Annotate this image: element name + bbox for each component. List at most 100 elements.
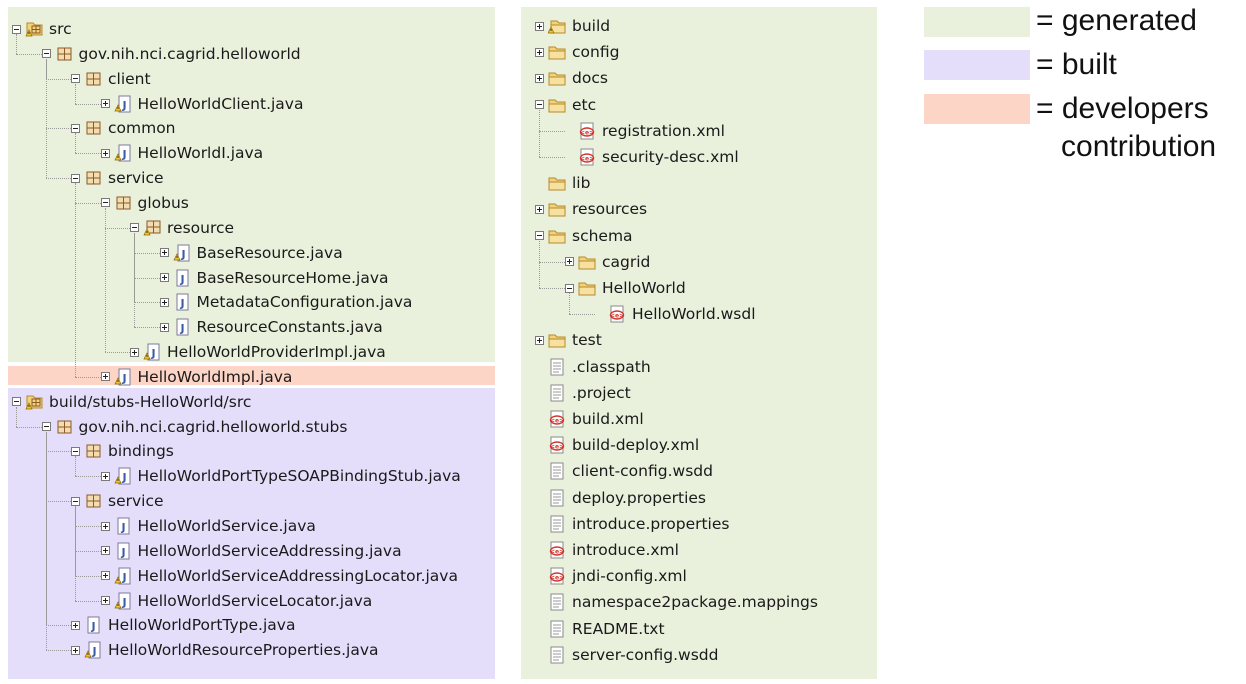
expand-icon[interactable]: [159, 322, 169, 332]
expand-icon[interactable]: [100, 99, 110, 109]
tree-item-service[interactable]: service: [71, 168, 164, 188]
tree-item-helloworld-wsdl[interactable]: <e>HelloWorld.wsdl: [595, 304, 756, 324]
expand-icon[interactable]: [100, 471, 110, 481]
svg-text:J: J: [91, 645, 96, 658]
package-icon: [84, 492, 102, 510]
tree-item-build-stubs-helloworld-src[interactable]: build/stubs-HelloWorld/src: [12, 392, 251, 412]
collapse-icon[interactable]: [12, 397, 21, 407]
tree-item-label: HelloWorld.wsdl: [632, 305, 756, 324]
collapse-icon[interactable]: [535, 100, 544, 110]
tree-item-test[interactable]: test: [535, 330, 602, 350]
tree-item-resources[interactable]: resources: [535, 199, 647, 219]
tree-item-label: HelloWorldPortType.java: [108, 616, 296, 635]
tree-item-build-deploy-xml[interactable]: <e>build-deploy.xml: [535, 435, 699, 455]
tree-item-src[interactable]: src: [12, 19, 72, 39]
tree-item-label: client: [108, 69, 151, 88]
tree-item-etc[interactable]: etc: [535, 95, 596, 115]
tree-item-project[interactable]: .project: [535, 383, 631, 403]
expand-icon[interactable]: [100, 596, 110, 606]
expand-icon[interactable]: [159, 273, 169, 282]
tree-item-gov-nih-nci-cagrid-helloworld[interactable]: gov.nih.nci.cagrid.helloworld: [41, 44, 301, 64]
expand-icon[interactable]: [565, 257, 574, 267]
text-file-icon: [548, 646, 566, 664]
expand-icon[interactable]: [130, 347, 139, 357]
tree-item-registration-xml[interactable]: <e>registration.xml: [565, 121, 725, 141]
tree-item-label: introduce.xml: [572, 541, 679, 559]
tree-item-service[interactable]: service: [71, 491, 164, 511]
expand-icon[interactable]: [100, 148, 110, 158]
collapse-icon[interactable]: [71, 446, 80, 456]
expand-icon[interactable]: [535, 335, 544, 345]
tree-item-client[interactable]: client: [71, 69, 151, 89]
tree-item-jndi-config-xml[interactable]: <e>jndi-config.xml: [535, 566, 687, 586]
collapse-icon[interactable]: [100, 198, 110, 208]
tree-item-common[interactable]: common: [71, 118, 176, 138]
tree-item-label: schema: [572, 226, 633, 245]
tree-item-config[interactable]: config: [535, 42, 619, 62]
tree-guide-line: [75, 506, 76, 601]
tree-item-classpath[interactable]: .classpath: [535, 357, 651, 377]
collapse-icon[interactable]: [535, 231, 544, 241]
tree-item-build-xml[interactable]: <e>build.xml: [535, 409, 644, 429]
svg-text:J: J: [179, 322, 184, 335]
tree-item-server-config-wsdd[interactable]: server-config.wsdd: [535, 645, 718, 665]
tree-guide-line: [134, 252, 160, 254]
tree-item-gov-nih-nci-cagrid-helloworld-stubs[interactable]: gov.nih.nci.cagrid.helloworld.stubs: [41, 417, 347, 437]
tree-item-lib[interactable]: lib: [535, 173, 590, 193]
collapse-icon[interactable]: [41, 422, 51, 432]
expand-icon[interactable]: [100, 372, 110, 382]
tree-item-security-desc-xml[interactable]: <e>security-desc.xml: [565, 147, 739, 167]
tree-item-globus[interactable]: globus: [100, 193, 189, 213]
collapse-icon[interactable]: [41, 49, 51, 59]
collapse-icon[interactable]: [71, 123, 80, 133]
tree-item-readme-txt[interactable]: README.txt: [535, 619, 665, 639]
expand-icon[interactable]: [71, 645, 80, 655]
expand-icon[interactable]: [100, 521, 110, 531]
tree-item-helloworld[interactable]: HelloWorld: [565, 278, 686, 298]
tree-item-docs[interactable]: docs: [535, 68, 608, 88]
tree-item-deploy-properties[interactable]: deploy.properties: [535, 488, 706, 508]
expand-icon[interactable]: [535, 21, 544, 31]
tree-item-resource[interactable]: resource: [130, 218, 234, 238]
expand-icon[interactable]: [535, 47, 544, 57]
tree-guide-line: [539, 240, 540, 288]
tree-item-schema[interactable]: schema: [535, 226, 633, 246]
expand-icon[interactable]: [159, 248, 169, 258]
expand-icon[interactable]: [535, 73, 544, 83]
tree-item-introduce-properties[interactable]: introduce.properties: [535, 514, 729, 534]
tree-item-cagrid[interactable]: cagrid: [565, 252, 650, 272]
tree-item-build[interactable]: build: [535, 16, 610, 36]
collapse-icon[interactable]: [71, 173, 80, 183]
collapse-icon[interactable]: [71, 74, 80, 84]
xml-file-icon: <e>: [578, 148, 596, 166]
expand-icon[interactable]: [100, 546, 110, 556]
expand-icon[interactable]: [159, 297, 169, 307]
expand-icon[interactable]: [100, 571, 110, 581]
expand-icon[interactable]: [535, 204, 544, 214]
collapse-icon[interactable]: [12, 24, 21, 34]
collapse-icon[interactable]: [130, 223, 139, 233]
tree-item-introduce-xml[interactable]: <e>introduce.xml: [535, 540, 679, 560]
expand-icon[interactable]: [71, 620, 80, 630]
java-file-warning-icon: J: [113, 95, 132, 113]
tree-item-client-config-wsdd[interactable]: client-config.wsdd: [535, 461, 713, 481]
tree-item-bindings[interactable]: bindings: [71, 441, 174, 461]
collapse-icon[interactable]: [565, 283, 574, 293]
collapse-icon[interactable]: [71, 496, 80, 506]
tree-item-namespace2package-mappings[interactable]: namespace2package.mappings: [535, 592, 818, 612]
